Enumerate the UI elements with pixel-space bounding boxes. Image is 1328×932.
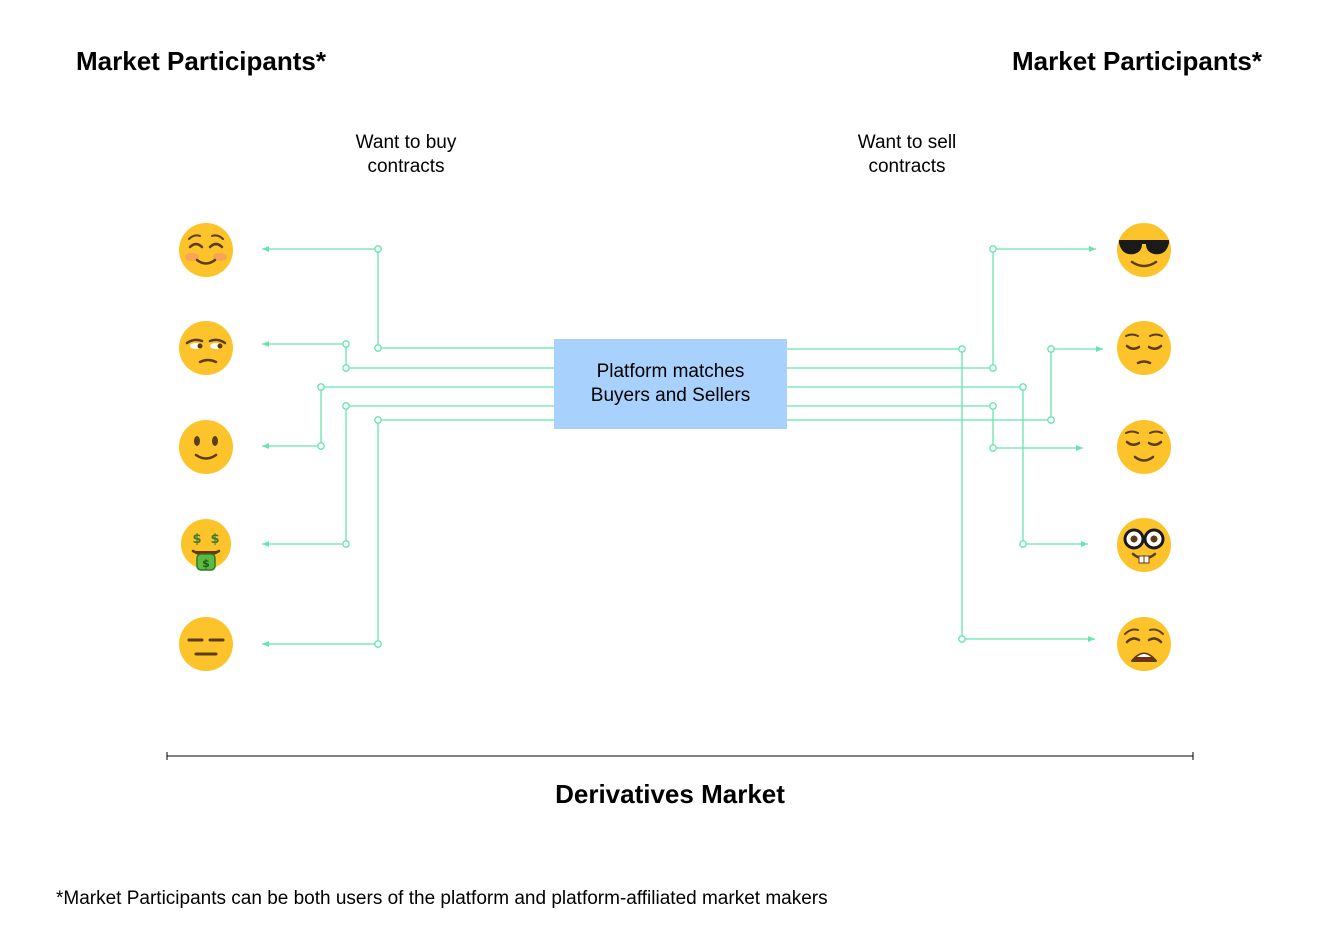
heading-market-participants-left: Market Participants* bbox=[76, 46, 326, 76]
market-range-line bbox=[166, 752, 1194, 760]
heading-market-participants-right: Market Participants* bbox=[1012, 46, 1262, 76]
link-seller-4 bbox=[787, 386, 1088, 547]
label-want-to-sell-line1: Want to sell bbox=[857, 132, 957, 153]
svg-text:$: $ bbox=[210, 532, 219, 547]
relieved-face-icon bbox=[1117, 420, 1171, 474]
svg-text:$: $ bbox=[192, 532, 201, 547]
link-seller-1 bbox=[787, 246, 1096, 369]
link-buyer-2 bbox=[262, 341, 554, 369]
label-want-to-sell: Want to sell contracts bbox=[807, 131, 1007, 179]
link-buyer-5 bbox=[262, 419, 554, 647]
derivatives-market-label: Derivatives Market bbox=[555, 779, 785, 809]
pensive-face-icon bbox=[1117, 321, 1171, 375]
slightly-smiling-face-icon bbox=[179, 420, 233, 474]
label-want-to-buy-line1: Want to buy bbox=[355, 132, 457, 153]
link-buyer-4 bbox=[262, 405, 554, 547]
platform-line1: Platform matches bbox=[596, 361, 745, 382]
link-seller-5 bbox=[787, 348, 1095, 642]
footnote: *Market Participants can be both users o… bbox=[56, 888, 828, 909]
link-seller-3 bbox=[787, 405, 1083, 451]
nerd-face-icon bbox=[1117, 518, 1171, 572]
platform-line2: Buyers and Sellers bbox=[590, 385, 751, 406]
smiling-face-with-sunglasses-icon bbox=[1117, 223, 1171, 277]
link-buyer-1 bbox=[262, 246, 554, 349]
smiling-face-with-closed-eyes-icon bbox=[179, 223, 233, 277]
label-want-to-buy: Want to buy contracts bbox=[306, 131, 506, 179]
unamused-face-icon bbox=[179, 321, 233, 375]
link-seller-2 bbox=[787, 346, 1103, 421]
link-buyer-3 bbox=[262, 386, 554, 449]
money-mouth-face-icon: $ $ $ bbox=[181, 519, 231, 571]
weary-face-icon bbox=[1117, 617, 1171, 671]
platform-box: Platform matches Buyers and Sellers bbox=[554, 339, 787, 429]
label-want-to-sell-line2: contracts bbox=[868, 156, 946, 177]
svg-text:$: $ bbox=[202, 557, 210, 570]
expressionless-face-icon bbox=[179, 617, 233, 671]
label-want-to-buy-line2: contracts bbox=[367, 156, 445, 177]
